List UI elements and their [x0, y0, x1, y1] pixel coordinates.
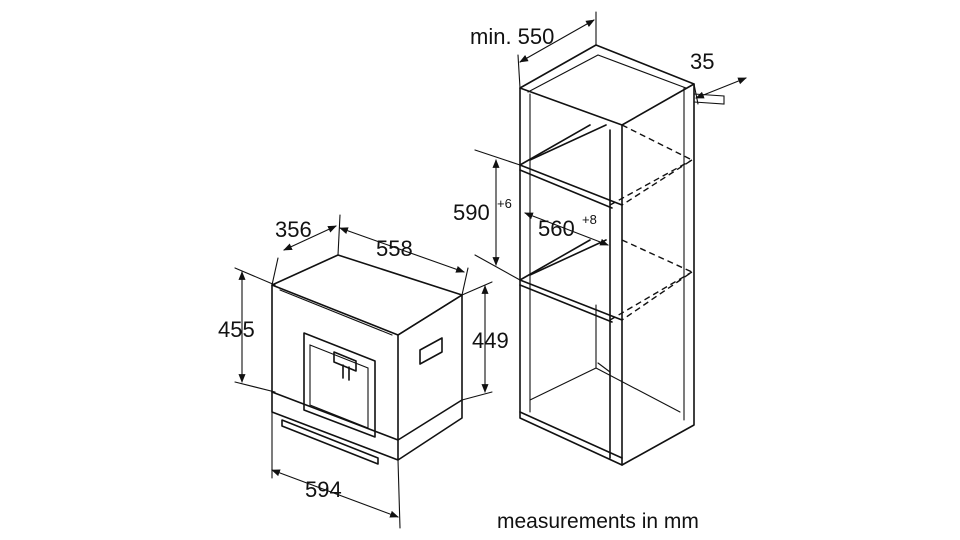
label-niche-height-tolerance: +6 — [497, 196, 512, 211]
label-appliance-height: 455 — [218, 317, 255, 342]
label-appliance-inner-height: 449 — [472, 328, 509, 353]
label-niche-width-tolerance: +8 — [582, 212, 597, 227]
appliance-drawing — [271, 254, 463, 465]
cabinet-drawing — [519, 44, 695, 466]
label-appliance-width: 594 — [305, 477, 342, 502]
label-niche-height: 590 — [453, 200, 490, 225]
label-appliance-depth: 558 — [376, 236, 413, 261]
label-cabinet-depth: min. 550 — [470, 24, 554, 49]
appliance-dimension-lines — [234, 214, 493, 529]
cabinet-dimension-lines — [474, 11, 747, 281]
label-appliance-depth-front: 356 — [275, 217, 312, 242]
caption-units: measurements in mm — [497, 510, 699, 533]
label-niche-width: 560 — [538, 216, 575, 241]
label-cabinet-offset: 35 — [690, 49, 714, 74]
